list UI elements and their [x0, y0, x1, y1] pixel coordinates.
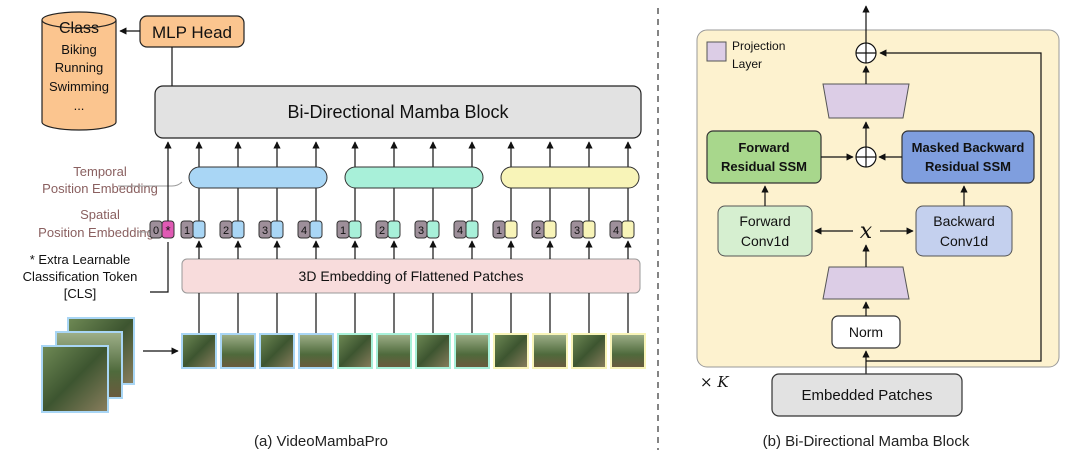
- temporal-embedding-pill: [500, 166, 640, 189]
- temporal-embedding-pill: [344, 166, 484, 189]
- spatial-label-line2: Position Embedding: [38, 225, 154, 240]
- cls-token: 0 *: [149, 220, 175, 239]
- class-item: ...: [74, 98, 85, 113]
- patch-image: [454, 333, 490, 369]
- class-item: Running: [55, 60, 103, 75]
- patch-image: [532, 333, 568, 369]
- patch-image: [610, 333, 646, 369]
- cls-note-line3: [CLS]: [64, 286, 97, 301]
- repeat-k-label: × K: [700, 373, 729, 391]
- cls-token-star: *: [165, 223, 170, 238]
- patch-image: [337, 333, 373, 369]
- patch-image: [298, 333, 334, 369]
- spatial-index: 1: [340, 225, 346, 237]
- cls-note-line1: * Extra Learnable: [30, 252, 130, 267]
- patch-image: [493, 333, 529, 369]
- projection-legend-swatch: [706, 41, 727, 62]
- patch-token: 3: [570, 220, 596, 239]
- spatial-index: 3: [418, 225, 424, 237]
- patch-image: [181, 333, 217, 369]
- temporal-label-line2: Position Embedding: [42, 181, 158, 196]
- projection-legend-line1: Projection: [732, 39, 785, 53]
- forward-ssm-line2: Residual SSM: [721, 159, 807, 174]
- temporal-pointer-line: [118, 181, 183, 187]
- forward-conv-box: Forward Conv1d: [717, 205, 813, 257]
- patch-token: 2: [219, 220, 245, 239]
- residual-add-middle: [855, 146, 877, 168]
- cls-note-line2: Classification Token: [23, 269, 138, 284]
- cls-note-connector: [150, 242, 169, 293]
- embedding-box: 3D Embedding of Flattened Patches: [181, 258, 641, 294]
- spatial-index: 1: [184, 225, 190, 237]
- caption-b: (b) Bi-Directional Mamba Block: [763, 433, 970, 450]
- spatial-label-line1: Spatial: [80, 207, 120, 222]
- input-projection-layer: [822, 266, 910, 300]
- patch-token: 2: [531, 220, 557, 239]
- patch-token: 4: [453, 220, 479, 239]
- mamba-block-detail: [696, 29, 1060, 368]
- forward-ssm-box: Forward Residual SSM: [706, 130, 822, 184]
- spatial-index: 3: [574, 225, 580, 237]
- spatial-index: 4: [613, 225, 619, 237]
- forward-conv-line2: Conv1d: [741, 233, 789, 249]
- class-item: Biking: [61, 42, 96, 57]
- backward-conv-line1: Backward: [933, 213, 994, 229]
- norm-label: Norm: [849, 324, 883, 340]
- spatial-index: 2: [379, 225, 385, 237]
- forward-conv-line1: Forward: [739, 213, 790, 229]
- spatial-index: 4: [457, 225, 463, 237]
- residual-add-top: [855, 42, 877, 64]
- patch-token: 1: [492, 220, 518, 239]
- embedding-label: 3D Embedding of Flattened Patches: [299, 268, 524, 284]
- mlp-head-box: MLP Head: [139, 15, 245, 48]
- temporal-label-line1: Temporal: [73, 164, 127, 179]
- class-output-cylinder: Class Biking Running Swimming ...: [41, 11, 117, 131]
- patch-token: 4: [297, 220, 323, 239]
- mamba-block-box: Bi-Directional Mamba Block: [154, 85, 642, 139]
- patch-token: 3: [414, 220, 440, 239]
- backward-ssm-box: Masked Backward Residual SSM: [901, 130, 1035, 184]
- patch-token: 1: [180, 220, 206, 239]
- mlp-head-label: MLP Head: [152, 23, 232, 42]
- caption-a: (a) VideoMambaPro: [254, 433, 388, 450]
- token-row: 1 2 3 4 1 2 3 4 1 2 3 4: [180, 220, 635, 239]
- norm-box: Norm: [831, 315, 901, 349]
- backward-ssm-line1: Masked Backward: [912, 140, 1025, 155]
- spatial-index: 1: [496, 225, 502, 237]
- patch-token: 4: [609, 220, 635, 239]
- backward-ssm-line2: Residual SSM: [925, 159, 1011, 174]
- projection-legend-line2: Layer: [732, 57, 762, 71]
- patch-token: 1: [336, 220, 362, 239]
- mamba-block-label: Bi-Directional Mamba Block: [287, 102, 509, 122]
- class-title: Class: [59, 20, 99, 37]
- patch-token: 2: [375, 220, 401, 239]
- patch-image: [220, 333, 256, 369]
- spatial-index: 4: [301, 225, 307, 237]
- output-projection-layer: [822, 83, 910, 119]
- skip-connection: [866, 49, 1042, 362]
- class-item: Swimming: [49, 79, 109, 94]
- embedded-patches-box: Embedded Patches: [771, 373, 963, 417]
- video-frames-stack: [41, 317, 135, 413]
- backward-conv-box: Backward Conv1d: [915, 205, 1013, 257]
- temporal-embeddings: [188, 166, 640, 189]
- patch-image: [571, 333, 607, 369]
- temporal-embedding-pill: [188, 166, 328, 189]
- patch-token: 3: [258, 220, 284, 239]
- embedded-patches-label: Embedded Patches: [802, 387, 933, 404]
- spatial-index: 3: [262, 225, 268, 237]
- flattened-patches: [181, 333, 646, 369]
- patch-image: [415, 333, 451, 369]
- cls-token-index: 0: [153, 225, 159, 237]
- spatial-index: 2: [535, 225, 541, 237]
- forward-ssm-line1: Forward: [738, 140, 789, 155]
- backward-conv-line2: Conv1d: [940, 233, 988, 249]
- x-variable: x: [860, 219, 873, 244]
- patch-image: [376, 333, 412, 369]
- patch-image: [259, 333, 295, 369]
- spatial-index: 2: [223, 225, 229, 237]
